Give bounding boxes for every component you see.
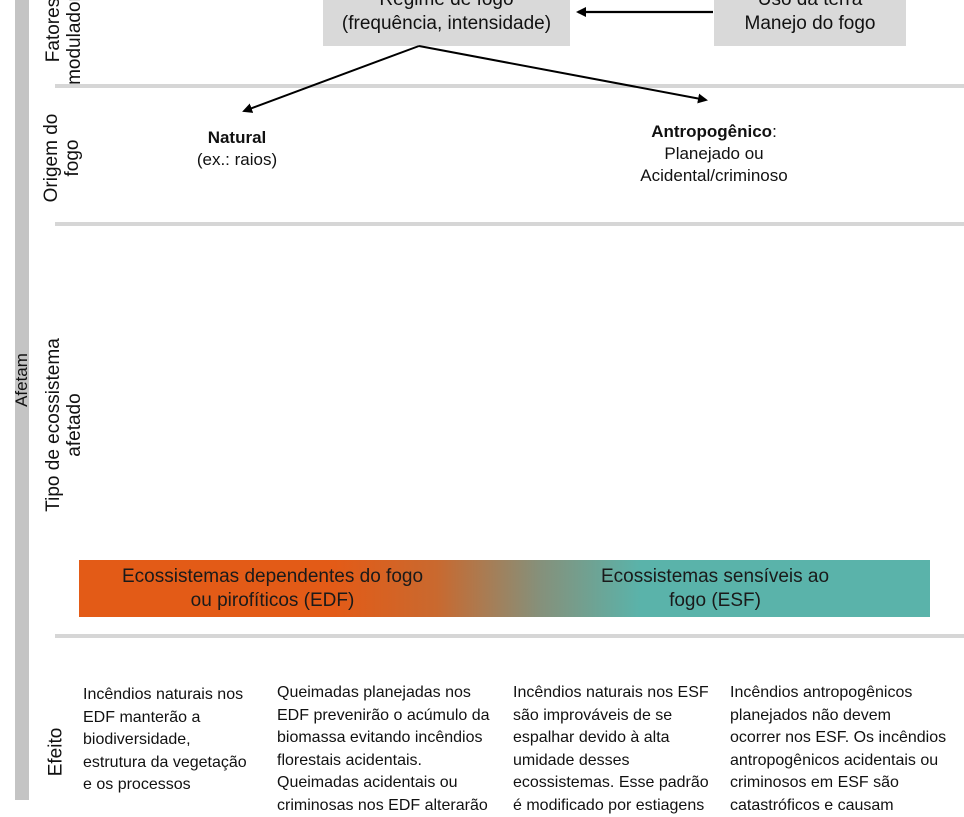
fire-regime-title: Regime de fogo [323, 0, 570, 12]
ecosystem-gradient-bar [79, 560, 930, 617]
esf-label-line1: Ecossistemas sensíveis ao [600, 566, 830, 587]
natural-origin-box: Natural (ex.: raios) [132, 127, 342, 171]
land-use-subtitle: Manejo do fogo [744, 13, 876, 34]
row-divider [55, 634, 964, 638]
esf-label: Ecossistemas sensíveis ao fogo (ESF) [595, 565, 835, 613]
diagram-drawing [242, 7, 713, 113]
fire-regime-subtitle: (frequência, intensidade) [341, 13, 552, 34]
natural-origin-subtitle: (ex.: raios) [196, 150, 278, 169]
fire-regime-box: Regime de fogo (frequência, intensidade) [323, 0, 570, 46]
row-divider [55, 84, 964, 88]
edf-label-line2: ou pirofíticos (EDF) [190, 590, 355, 611]
row-divider [55, 222, 964, 226]
anthropogenic-origin-title: Antropogênico [651, 122, 773, 141]
edf-label: Ecossistemas dependentes do fogo ou piro… [100, 565, 445, 613]
anthropogenic-origin-line1: Planejado ou [664, 144, 764, 163]
natural-origin-title: Natural [207, 128, 267, 147]
arrow-fire-regime-to-natural [242, 45, 420, 113]
affect-sidebar-bar [15, 0, 29, 800]
land-use-box: Uso da terra Manejo do fogo [714, 0, 906, 46]
anthropogenic-origin-box: Antropogênico: Planejado ou Acidental/cr… [595, 121, 833, 187]
land-use-title: Uso da terra [714, 0, 906, 12]
edf-label-line1: Ecossistemas dependentes do fogo [121, 566, 424, 587]
anthropogenic-origin-line2: Acidental/criminoso [640, 166, 788, 185]
effect-text-edf-natural: Incêndios naturais nos EDF manterão a bi… [83, 686, 247, 793]
anthropogenic-title-colon: : [772, 122, 777, 141]
arrow-fire-regime-to-anthropogenic [418, 45, 708, 104]
esf-label-line2: fogo (ESF) [669, 590, 761, 611]
